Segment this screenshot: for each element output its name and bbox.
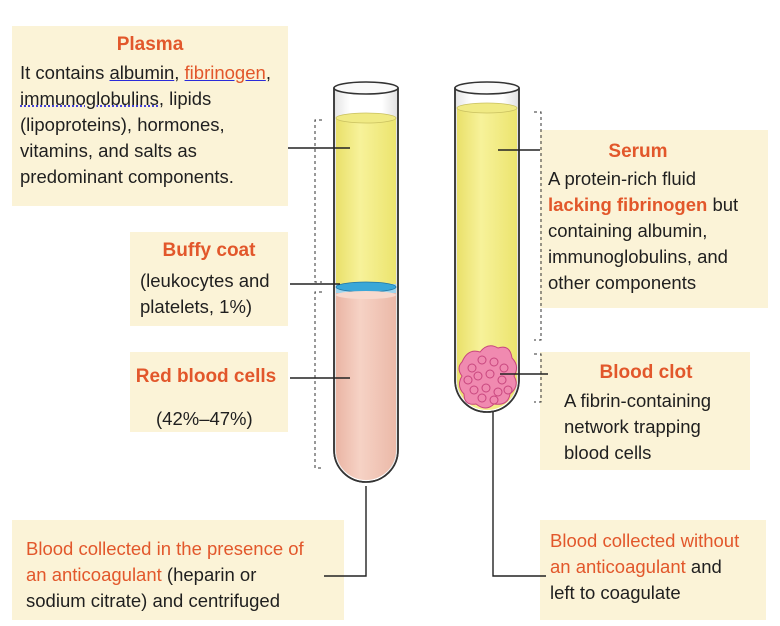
red-blood-cells-title: Red blood cells [135, 366, 277, 387]
plasma-line5: predominant components. [20, 166, 234, 187]
left-caption-line1: Blood collected in the presence of [26, 538, 304, 559]
buffy-coat-box [130, 232, 288, 326]
buffy-coat-title: Buffy coat [162, 240, 256, 261]
plasma-line4: vitamins, and salts as [20, 140, 197, 161]
blood-clot-box [540, 352, 750, 470]
right-caption-anticoagulant: an anticoagulant [550, 556, 686, 577]
blood-clot-description: A fibrin-containing network trapping blo… [564, 388, 750, 466]
plasma-line3: (lipoproteins), hormones, [20, 114, 225, 135]
blood-clot-line3: blood cells [564, 442, 652, 463]
serum-line1: A protein-rich fluid [548, 168, 697, 189]
left-caption-anticoagulant: an anticoagulant [26, 564, 162, 585]
serum-line5: other components [548, 272, 697, 293]
plasma-box [12, 26, 288, 206]
right-caption-line3: left to coagulate [550, 582, 681, 603]
blood-clot-line2: network trapping [564, 416, 701, 437]
buffy-coat-description: (leukocytes and platelets, 1%) [140, 268, 290, 320]
plasma-text-prefix: It contains [20, 62, 110, 83]
albumin-link[interactable]: albumin [109, 62, 175, 83]
serum-line2-rest: but [707, 194, 739, 215]
left-caption-line3: sodium citrate) and centrifuged [26, 590, 280, 611]
right-caption-line1: Blood collected without [550, 530, 740, 551]
right-caption-box [540, 520, 766, 620]
serum-lacking-fibrinogen: lacking fibrinogen [548, 194, 708, 215]
serum-line3: containing albumin, [548, 220, 708, 241]
fibrinogen-link[interactable]: fibrinogen [184, 62, 266, 83]
plasma-line2-rest: , lipids [158, 88, 212, 109]
plasma-description: It contains albumin, fibrinogen, immunog… [20, 60, 300, 190]
blood-clot-blob [458, 345, 518, 409]
serum-description: A protein-rich fluid lacking fibrinogen … [548, 166, 768, 296]
right-caption-line2-rest: and [685, 556, 722, 577]
plasma-comma-2: , [265, 62, 271, 83]
left-tube [333, 81, 399, 483]
right-caption: Blood collected without an anticoagulant… [550, 528, 766, 606]
right-tube [454, 81, 520, 413]
left-caption-box [12, 520, 344, 620]
left-caption: Blood collected in the presence of an an… [26, 536, 344, 614]
red-blood-cells-value: (42%–47%) [156, 408, 253, 429]
serum-title: Serum [608, 141, 668, 162]
buffy-coat-line2: platelets, 1%) [140, 296, 253, 317]
immunoglobulins-link[interactable]: immunoglobulins [20, 88, 159, 109]
plasma-title: Plasma [116, 34, 184, 55]
red-blood-cells-box [130, 352, 288, 432]
serum-box [540, 130, 768, 308]
left-caption-line2-rest: (heparin or [161, 564, 257, 585]
blood-clot-line1: A fibrin-containing [564, 390, 712, 411]
buffy-coat-line1: (leukocytes and [140, 270, 270, 291]
serum-line4: immunoglobulins, and [548, 246, 728, 267]
blood-clot-title: Blood clot [599, 362, 693, 383]
plasma-comma-1: , [174, 62, 185, 83]
